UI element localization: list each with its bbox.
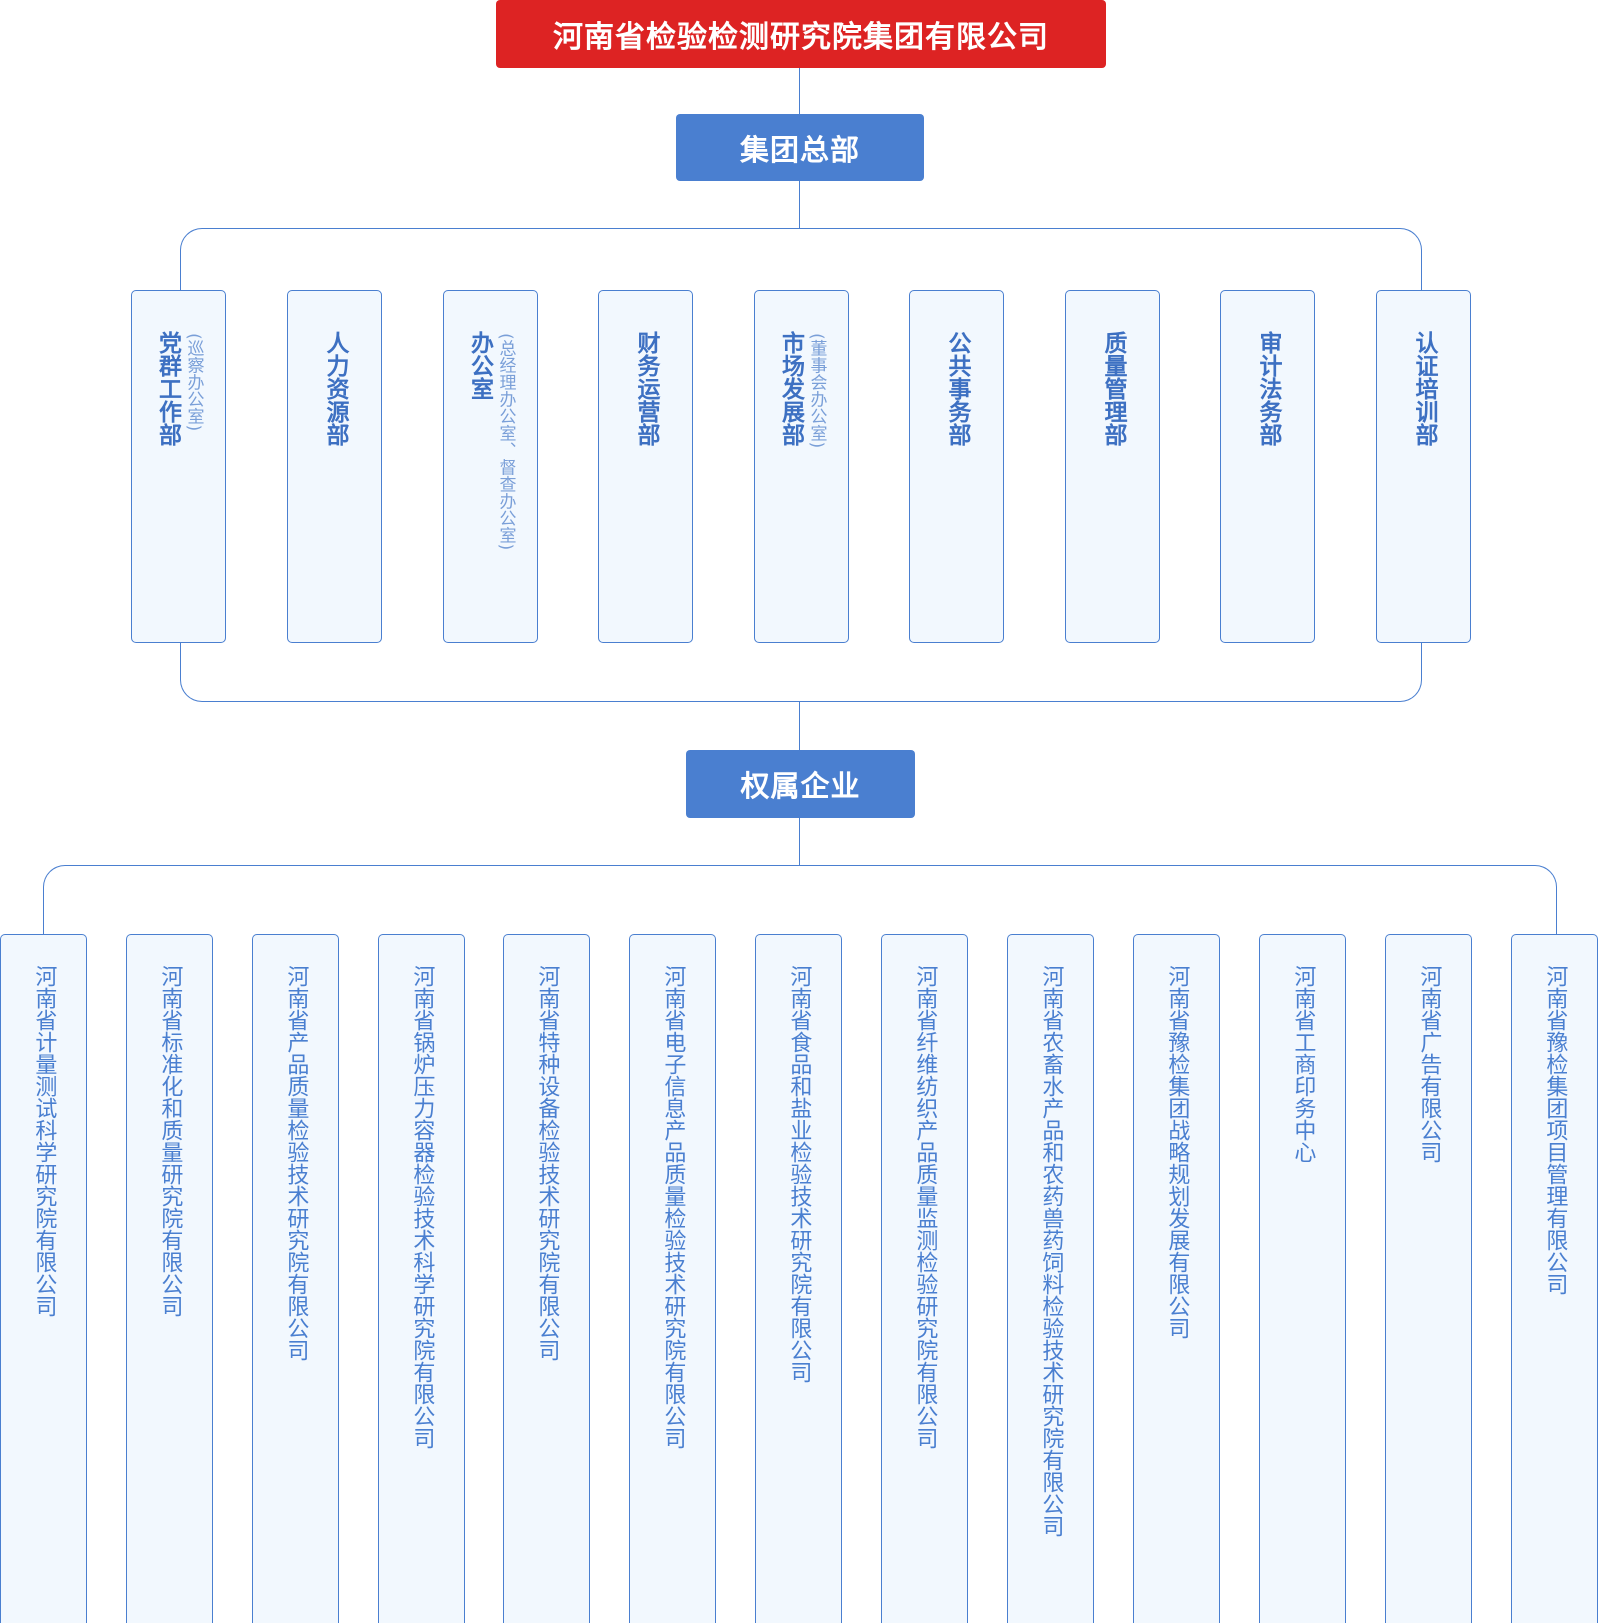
dept-name: 市场发展部 — [777, 331, 804, 446]
subsidiary-name: 河南省标准化和质量研究院有限公司 — [157, 965, 183, 1317]
dept-box: 市场发展部 (董事会办公室) — [754, 290, 849, 643]
dept-name: 认证培训部 — [1411, 331, 1437, 446]
dept-name: 审计法务部 — [1255, 331, 1281, 446]
dept-name: 党群工作部 — [154, 331, 181, 446]
connector-root-to-hq — [799, 68, 800, 114]
dept-box: 认证培训部 — [1376, 290, 1471, 643]
connector-subs-to-bracket — [799, 818, 800, 866]
root-company-title: 河南省检验检测研究院集团有限公司 — [553, 20, 1049, 55]
connector-hq-to-bracket — [799, 181, 800, 229]
subsidiary-box: 河南省产品质量检验技术研究院有限公司 — [252, 934, 339, 1623]
dept-name: 办公室 — [466, 331, 493, 400]
subsidiary-box: 河南省农畜水产品和农药兽药饲料检验技术研究院有限公司 — [1007, 934, 1094, 1623]
dept-box: 公共事务部 — [909, 290, 1004, 643]
dept-note: (总经理办公室、督查办公室) — [495, 333, 516, 551]
subsidiary-name: 河南省锅炉压力容器检验技术科学研究院有限公司 — [409, 965, 435, 1449]
root-company-box: 河南省检验检测研究院集团有限公司 — [496, 0, 1106, 68]
dept-name: 公共事务部 — [944, 331, 970, 446]
subsidiary-name: 河南省豫检集团项目管理有限公司 — [1542, 965, 1568, 1295]
subsidiary-box: 河南省豫检集团项目管理有限公司 — [1511, 934, 1598, 1623]
subsidiary-name: 河南省食品和盐业检验技术研究院有限公司 — [786, 965, 812, 1383]
dept-box: 财务运营部 — [598, 290, 693, 643]
dept-name: 财务运营部 — [633, 331, 659, 446]
subsidiary-box: 河南省锅炉压力容器检验技术科学研究院有限公司 — [378, 934, 465, 1623]
dept-box: 审计法务部 — [1220, 290, 1315, 643]
headquarters-box: 集团总部 — [676, 114, 924, 181]
subsidiary-box: 河南省电子信息产品质量检验技术研究院有限公司 — [629, 934, 716, 1623]
dept-box: 人力资源部 — [287, 290, 382, 643]
subsidiary-name: 河南省电子信息产品质量检验技术研究院有限公司 — [660, 965, 686, 1449]
subsidiary-name: 河南省农畜水产品和农药兽药饲料检验技术研究院有限公司 — [1038, 965, 1064, 1537]
dept-box: 质量管理部 — [1065, 290, 1160, 643]
subsidiary-name: 河南省豫检集团战略规划发展有限公司 — [1164, 965, 1190, 1339]
dept-bottom-bracket — [180, 643, 1422, 702]
subsidiary-box: 河南省计量测试科学研究院有限公司 — [0, 934, 87, 1623]
subsidiary-name: 河南省特种设备检验技术研究院有限公司 — [534, 965, 560, 1361]
dept-name: 质量管理部 — [1100, 331, 1126, 446]
dept-box: 党群工作部 (巡察办公室) — [131, 290, 226, 643]
subsidiary-box: 河南省广告有限公司 — [1385, 934, 1472, 1623]
subsidiary-top-bracket — [43, 865, 1557, 934]
subsidiaries-box: 权属企业 — [686, 750, 915, 818]
subsidiary-name: 河南省产品质量检验技术研究院有限公司 — [283, 965, 309, 1361]
subsidiary-name: 河南省广告有限公司 — [1416, 965, 1442, 1163]
dept-top-bracket — [180, 228, 1422, 290]
dept-note: (巡察办公室) — [183, 333, 204, 432]
subsidiary-box: 河南省特种设备检验技术研究院有限公司 — [503, 934, 590, 1623]
subsidiaries-title: 权属企业 — [740, 769, 861, 803]
subsidiary-box: 河南省豫检集团战略规划发展有限公司 — [1133, 934, 1220, 1623]
subsidiary-box: 河南省工商印务中心 — [1259, 934, 1346, 1623]
subsidiary-box: 河南省标准化和质量研究院有限公司 — [126, 934, 213, 1623]
headquarters-title: 集团总部 — [739, 132, 860, 167]
subsidiary-box: 河南省食品和盐业检验技术研究院有限公司 — [755, 934, 842, 1623]
dept-box: 办公室 (总经理办公室、督查办公室) — [443, 290, 538, 643]
subsidiary-name: 河南省计量测试科学研究院有限公司 — [31, 965, 57, 1317]
subsidiary-name: 河南省纤维纺织产品质量监测检验研究院有限公司 — [912, 965, 938, 1449]
dept-note: (董事会办公室) — [806, 333, 827, 449]
connector-bracket-to-subs — [799, 702, 800, 750]
subsidiary-name: 河南省工商印务中心 — [1290, 965, 1316, 1163]
dept-name: 人力资源部 — [322, 331, 348, 446]
subsidiary-box: 河南省纤维纺织产品质量监测检验研究院有限公司 — [881, 934, 968, 1623]
